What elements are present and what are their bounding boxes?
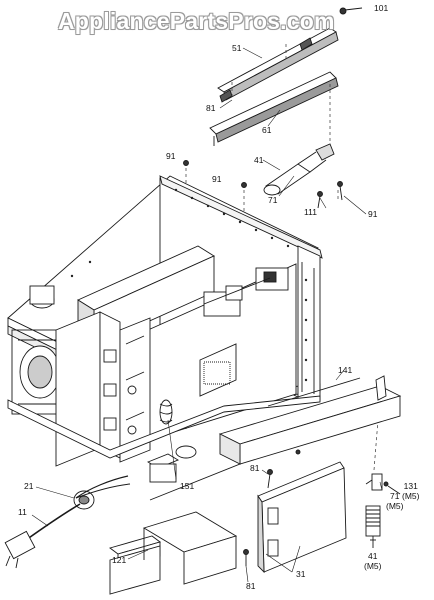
bottom-bracket-121 — [109, 511, 238, 595]
callout-141: 141 — [338, 365, 353, 375]
cooling-fan-151 — [159, 399, 173, 425]
callout-71-low: 71 (M5) — [386, 491, 404, 512]
lower-duct-141 — [218, 375, 402, 465]
callout-131-spec: (M5) — [402, 490, 420, 501]
callout-41-low-number: 41 — [368, 551, 378, 561]
cabinet-front-frame — [297, 245, 321, 405]
top-components — [203, 267, 289, 317]
sensor-41-low — [365, 505, 381, 548]
screw-131 — [383, 481, 401, 495]
side-panel-31 — [257, 461, 347, 574]
callout-121: 121 — [112, 555, 127, 565]
callout-81-bottom: 81 — [246, 581, 256, 591]
callout-31: 31 — [296, 569, 306, 579]
left-bracket — [55, 311, 121, 467]
callout-41-top: 41 — [254, 155, 264, 165]
transformer — [146, 445, 197, 483]
callout-71-low-number: 71 — [390, 491, 400, 501]
callout-131: 131 (M5) — [402, 481, 420, 502]
control-panel-board — [119, 317, 151, 463]
callout-41-low: 41 (M5) — [364, 551, 382, 572]
callout-91-c: 91 — [368, 209, 378, 219]
bracket-71-low — [365, 473, 383, 491]
callout-21: 21 — [24, 481, 34, 491]
screws-lower — [243, 449, 301, 566]
callout-91-a: 91 — [166, 151, 176, 161]
callout-111: 111 — [304, 207, 317, 217]
callout-71-low-spec: (M5) — [386, 500, 404, 511]
cavity — [147, 263, 297, 441]
motor-assembly — [11, 285, 69, 415]
leader-lines — [31, 47, 383, 583]
cabinet-holes — [70, 188, 308, 382]
callout-11: 11 — [18, 507, 27, 517]
callout-61: 61 — [262, 125, 272, 135]
site-watermark: AppliancePartsPros.com — [58, 8, 335, 34]
power-cord-11 — [4, 475, 131, 569]
top-rail-51 — [217, 27, 339, 103]
screws-111-91 — [183, 160, 343, 209]
callout-101: 101 — [374, 3, 389, 13]
control-box — [77, 245, 215, 347]
callout-41-low-spec: (M5) — [364, 560, 382, 571]
callout-71-top: 71 — [268, 195, 278, 205]
callout-51: 51 — [232, 43, 242, 53]
callout-81-mid: 81 — [250, 463, 260, 473]
callout-151: 151 — [180, 481, 195, 491]
callout-81-top: 81 — [206, 103, 216, 113]
callout-91-b: 91 — [212, 174, 222, 184]
screw-101 — [339, 7, 363, 15]
rail-61 — [209, 71, 339, 146]
sensor-41-top — [263, 143, 335, 196]
callout-131-number: 131 — [403, 481, 418, 491]
